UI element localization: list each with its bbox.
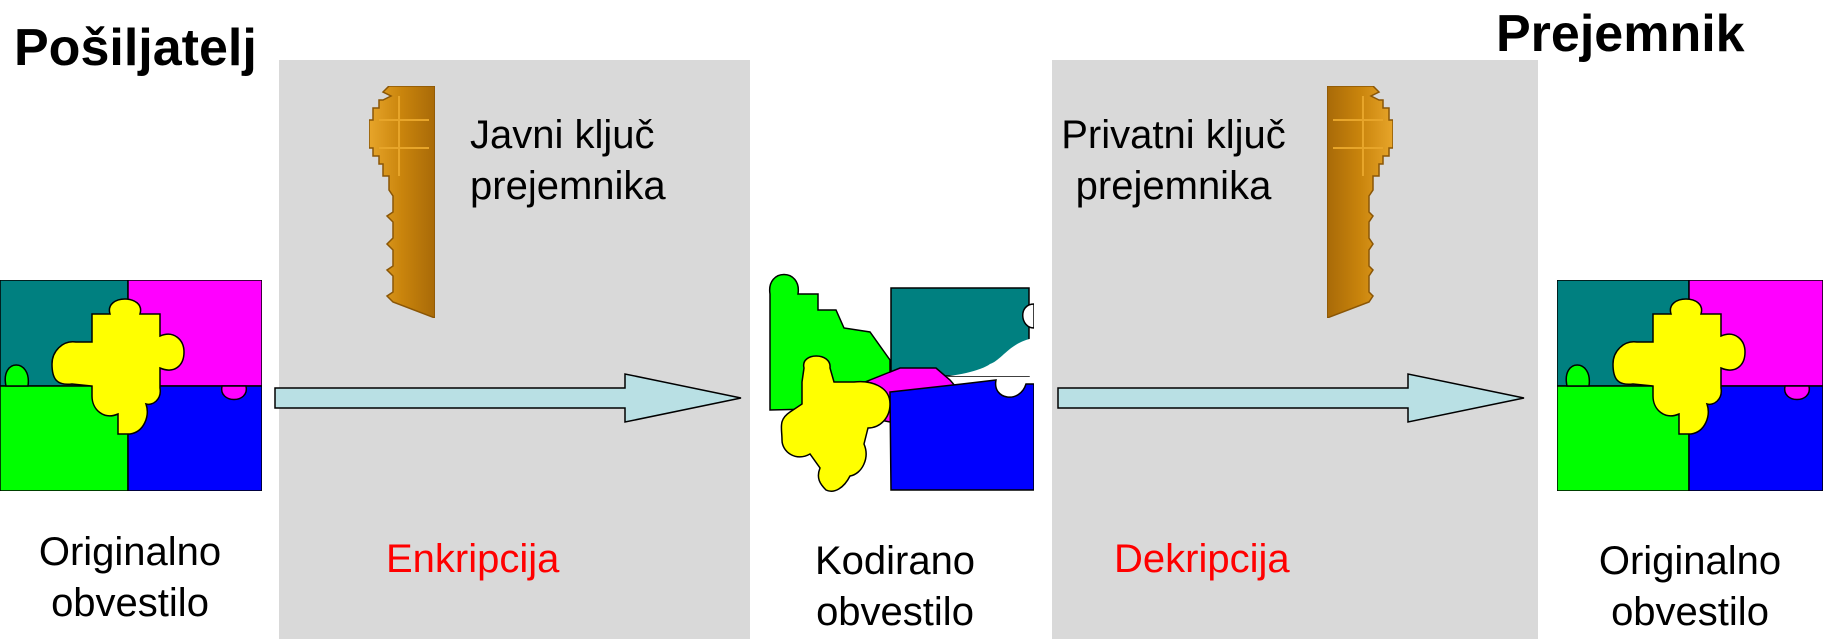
original-puzzle-left bbox=[0, 280, 262, 491]
encryption-panel bbox=[279, 60, 750, 639]
encoded-message-label: Kodirano obvestilo bbox=[814, 539, 976, 634]
decryption-label: Dekripcija bbox=[1114, 537, 1290, 581]
original-puzzle-right bbox=[1557, 280, 1823, 491]
sender-title: Pošiljatelj bbox=[14, 19, 257, 77]
encryption-label: Enkripcija bbox=[386, 537, 560, 581]
private-key-icon bbox=[1327, 86, 1393, 318]
decryption-arrow bbox=[1057, 373, 1525, 423]
decryption-panel bbox=[1052, 60, 1538, 639]
encoded-puzzle bbox=[769, 273, 1034, 492]
receiver-title: Prejemnik bbox=[1496, 5, 1745, 63]
original-message-label-right: Originalno obvestilo bbox=[1598, 539, 1782, 634]
public-key-icon bbox=[369, 86, 435, 318]
encryption-arrow bbox=[274, 373, 742, 423]
private-key-label: Privatni ključ prejemnika bbox=[1061, 113, 1286, 208]
public-key-label: Javni ključ prejemnika bbox=[470, 113, 666, 208]
original-message-label-left: Originalno obvestilo bbox=[38, 530, 222, 625]
